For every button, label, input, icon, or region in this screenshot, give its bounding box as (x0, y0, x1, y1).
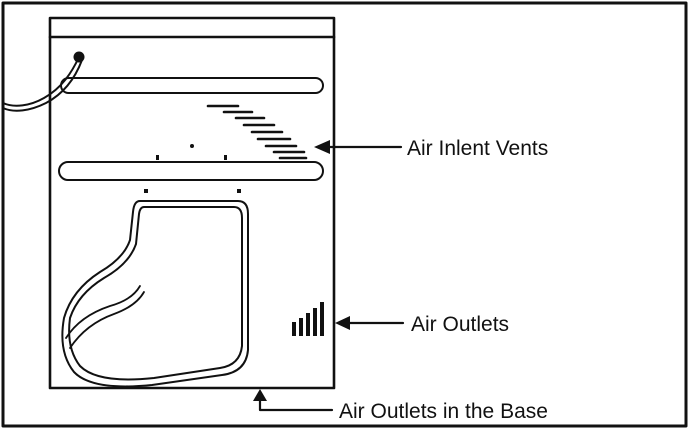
boot-inner (68, 206, 243, 381)
lower-slot (58, 161, 324, 181)
boot-curve-1 (65, 285, 141, 339)
arrow-air-outlets-base (253, 389, 334, 412)
outlet-bars (292, 302, 324, 336)
cabinet-body (48, 16, 336, 390)
label-air-outlets: Air Outlets (411, 313, 510, 336)
power-cord (2, 56, 80, 107)
boot-curve-2 (69, 291, 145, 349)
arrow-air-outlets (335, 316, 405, 330)
upper-slot (60, 77, 324, 94)
arrow-air-inlet-vents (314, 140, 403, 154)
boot-outer (61, 200, 249, 388)
label-air-outlets-base: Air Outlets in the Base (339, 400, 548, 423)
power-cord-inner (2, 59, 83, 112)
marker-dots (144, 144, 241, 193)
label-air-inlet-vents: Air Inlent Vents (407, 137, 549, 160)
inlet-vents (206, 104, 308, 160)
